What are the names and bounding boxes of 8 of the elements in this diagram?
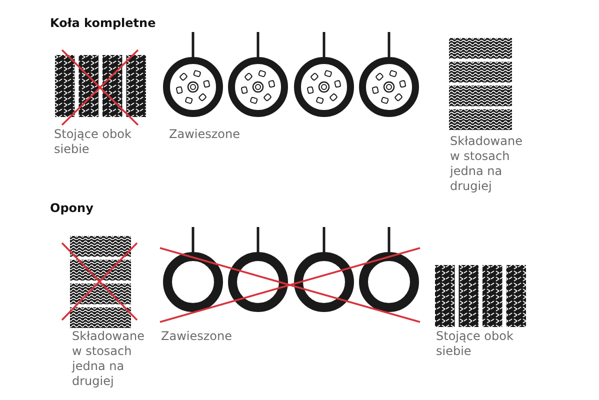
storage-caption: Zawieszone: [169, 127, 241, 142]
storage-caption: Stojące obok siebie: [436, 329, 514, 359]
storage-caption: Składowane w stosach jedna na drugiej: [72, 329, 146, 389]
storage-caption: Zawieszone: [161, 329, 233, 344]
storage-caption: Stojące obok siebie: [54, 127, 132, 157]
section-heading: Koła kompletne: [50, 16, 156, 30]
storage-caption: Składowane w stosach jedna na drugiej: [450, 134, 524, 194]
section-heading: Opony: [50, 201, 94, 215]
